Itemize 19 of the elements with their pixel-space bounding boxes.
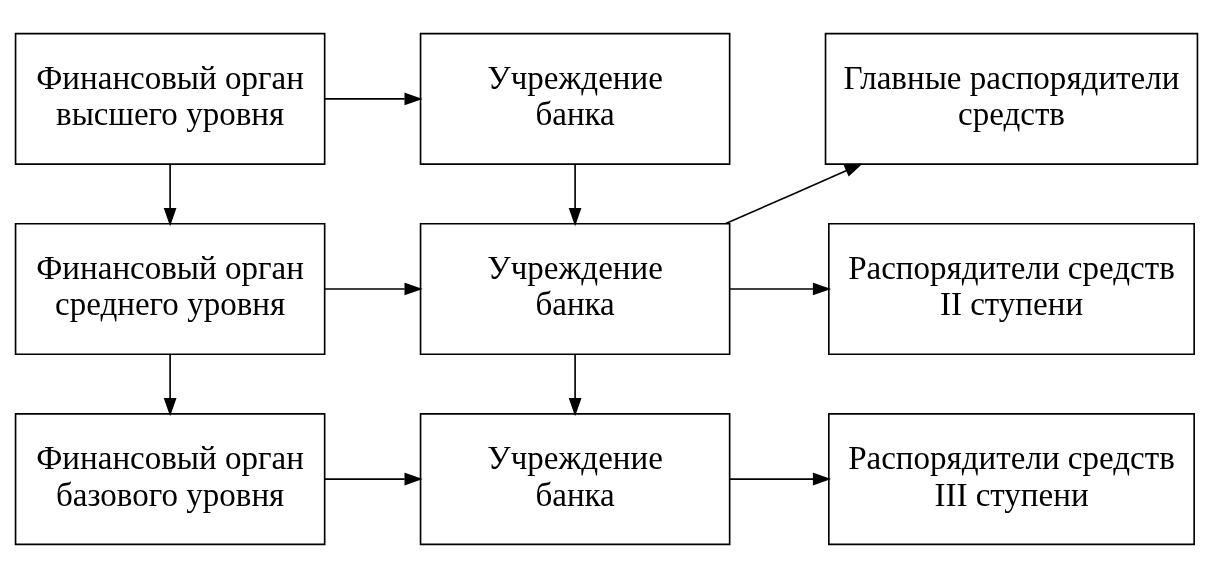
node-box: Учреждение банка <box>419 222 731 356</box>
arrow <box>568 353 582 417</box>
arrow <box>163 353 177 417</box>
node-box: Распорядители средств III ступени <box>828 412 1195 546</box>
arrow <box>323 282 423 296</box>
arrow <box>729 282 832 296</box>
node-box: Распорядители средств II ступени <box>828 222 1195 356</box>
arrow <box>568 163 582 227</box>
arrow <box>323 92 423 106</box>
node-box: Финансовый орган высшего уровня <box>14 32 326 166</box>
arrow <box>729 472 832 486</box>
node-box: Главные распорядители средств <box>824 32 1199 166</box>
node-box: Учреждение банка <box>419 412 731 546</box>
arrow <box>323 472 423 486</box>
arrow <box>163 163 177 227</box>
node-box: Учреждение банка <box>419 32 731 166</box>
node-box: Финансовый орган среднего уровня <box>14 222 326 356</box>
node-box: Финансовый орган базового уровня <box>14 412 326 546</box>
arrow <box>724 163 863 225</box>
